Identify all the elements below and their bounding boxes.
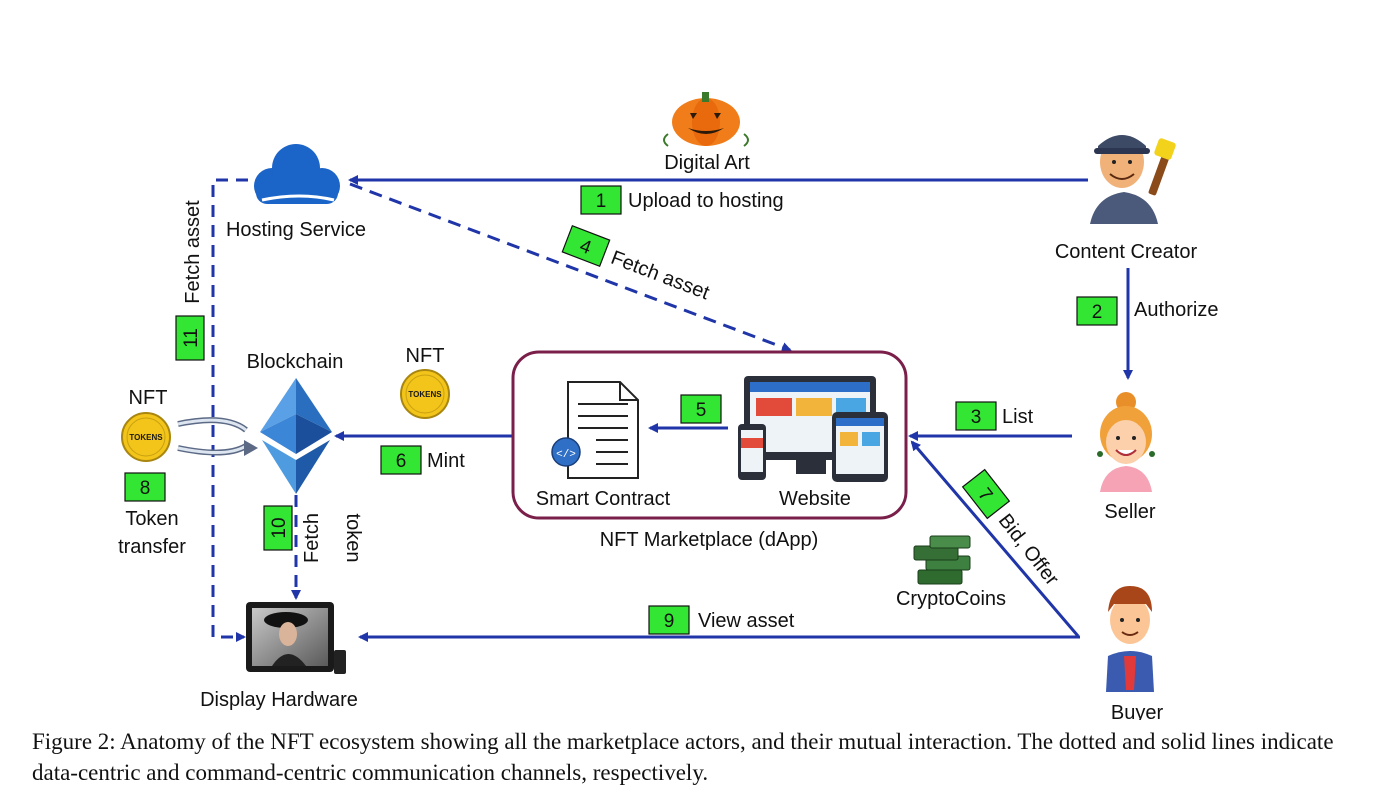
step-3-number: 3 bbox=[971, 407, 982, 428]
content-creator-label: Content Creator bbox=[1055, 241, 1198, 263]
arrow-fetch-asset-display bbox=[211, 178, 248, 642]
step-11-group: 11 bbox=[175, 315, 205, 361]
step-5-badge bbox=[680, 394, 722, 424]
step-8-number: 8 bbox=[140, 478, 151, 499]
nft-token-middle-icon bbox=[400, 369, 450, 419]
cryptocoins-label: CryptoCoins bbox=[896, 588, 1006, 610]
seller-icon bbox=[1097, 392, 1155, 492]
step-9-number: 9 bbox=[664, 611, 675, 632]
step-3-badge bbox=[955, 401, 997, 431]
nft-middle-label: NFT bbox=[406, 345, 445, 367]
step-2-label: Authorize bbox=[1134, 299, 1219, 321]
step-10-group: 10 bbox=[263, 505, 293, 551]
step-7-group: 7 Bid, Offer bbox=[961, 468, 1063, 590]
step-1-number: 1 bbox=[596, 191, 607, 212]
step-5-number: 5 bbox=[696, 400, 707, 421]
token-badge-middle: TOKENS bbox=[408, 390, 442, 399]
step-3-label: List bbox=[1002, 406, 1034, 428]
step-10-label-line1: Fetch bbox=[301, 513, 323, 563]
smart-contract-label: Smart Contract bbox=[536, 488, 671, 510]
step-2-number: 2 bbox=[1092, 302, 1103, 323]
step-8-badge bbox=[124, 472, 166, 502]
cash-stack-icon bbox=[913, 535, 971, 585]
cloud-icon bbox=[254, 144, 340, 204]
nft-ecosystem-diagram: Hosting Service Digital Art Content Crea… bbox=[118, 92, 1219, 720]
website-label: Website bbox=[779, 488, 851, 510]
step-8-label-line2: transfer bbox=[118, 536, 186, 558]
figure-caption: Figure 2: Anatomy of the NFT ecosystem s… bbox=[32, 729, 1334, 785]
step-2-badge bbox=[1076, 296, 1118, 326]
step-9-badge bbox=[648, 605, 690, 635]
seller-label: Seller bbox=[1104, 501, 1155, 523]
nft-token-left-icon bbox=[121, 412, 171, 462]
step-10-label-line2: token bbox=[342, 514, 364, 563]
marketplace-label: NFT Marketplace (dApp) bbox=[600, 529, 819, 551]
svg-text:</>: </> bbox=[556, 449, 576, 461]
step-11-number: 11 bbox=[181, 328, 202, 348]
arrow-bid-offer bbox=[910, 440, 1080, 637]
pumpkin-icon bbox=[663, 92, 749, 147]
step-11-label: Fetch asset bbox=[182, 200, 204, 304]
step-9-label: View asset bbox=[698, 610, 795, 632]
step-4-group: 4 Fetch asset bbox=[561, 224, 713, 305]
website-devices-icon bbox=[738, 376, 888, 482]
content-creator-icon bbox=[1090, 135, 1176, 224]
step-10-number: 10 bbox=[269, 517, 290, 538]
step-8-label-line1: Token bbox=[125, 508, 178, 530]
step-4-label: Fetch asset bbox=[608, 247, 713, 305]
step-11-badge bbox=[175, 315, 205, 361]
hosting-service-label: Hosting Service bbox=[226, 219, 366, 241]
step-6-badge bbox=[380, 445, 422, 475]
token-transfer-loop-icon bbox=[177, 417, 258, 456]
arrow-fetch-asset-website bbox=[349, 182, 792, 352]
ethereum-icon bbox=[260, 378, 332, 494]
step-6-label: Mint bbox=[427, 450, 465, 472]
digital-art-label: Digital Art bbox=[664, 152, 750, 174]
step-1-badge bbox=[580, 185, 622, 215]
token-badge-left: TOKENS bbox=[129, 433, 163, 442]
blockchain-label: Blockchain bbox=[247, 351, 344, 373]
display-hardware-label: Display Hardware bbox=[200, 689, 358, 711]
step-10-badge bbox=[263, 505, 293, 551]
buyer-label: Buyer bbox=[1111, 702, 1164, 720]
step-1-label: Upload to hosting bbox=[628, 190, 784, 212]
step-6-number: 6 bbox=[396, 451, 407, 472]
step-7-badge bbox=[961, 468, 1011, 520]
marketplace-container bbox=[511, 350, 908, 520]
step-4-badge bbox=[561, 224, 611, 268]
display-hardware-icon bbox=[246, 602, 346, 674]
smart-contract-icon: </> bbox=[551, 381, 639, 479]
buyer-icon bbox=[1106, 586, 1154, 692]
nft-left-label: NFT bbox=[129, 387, 168, 409]
